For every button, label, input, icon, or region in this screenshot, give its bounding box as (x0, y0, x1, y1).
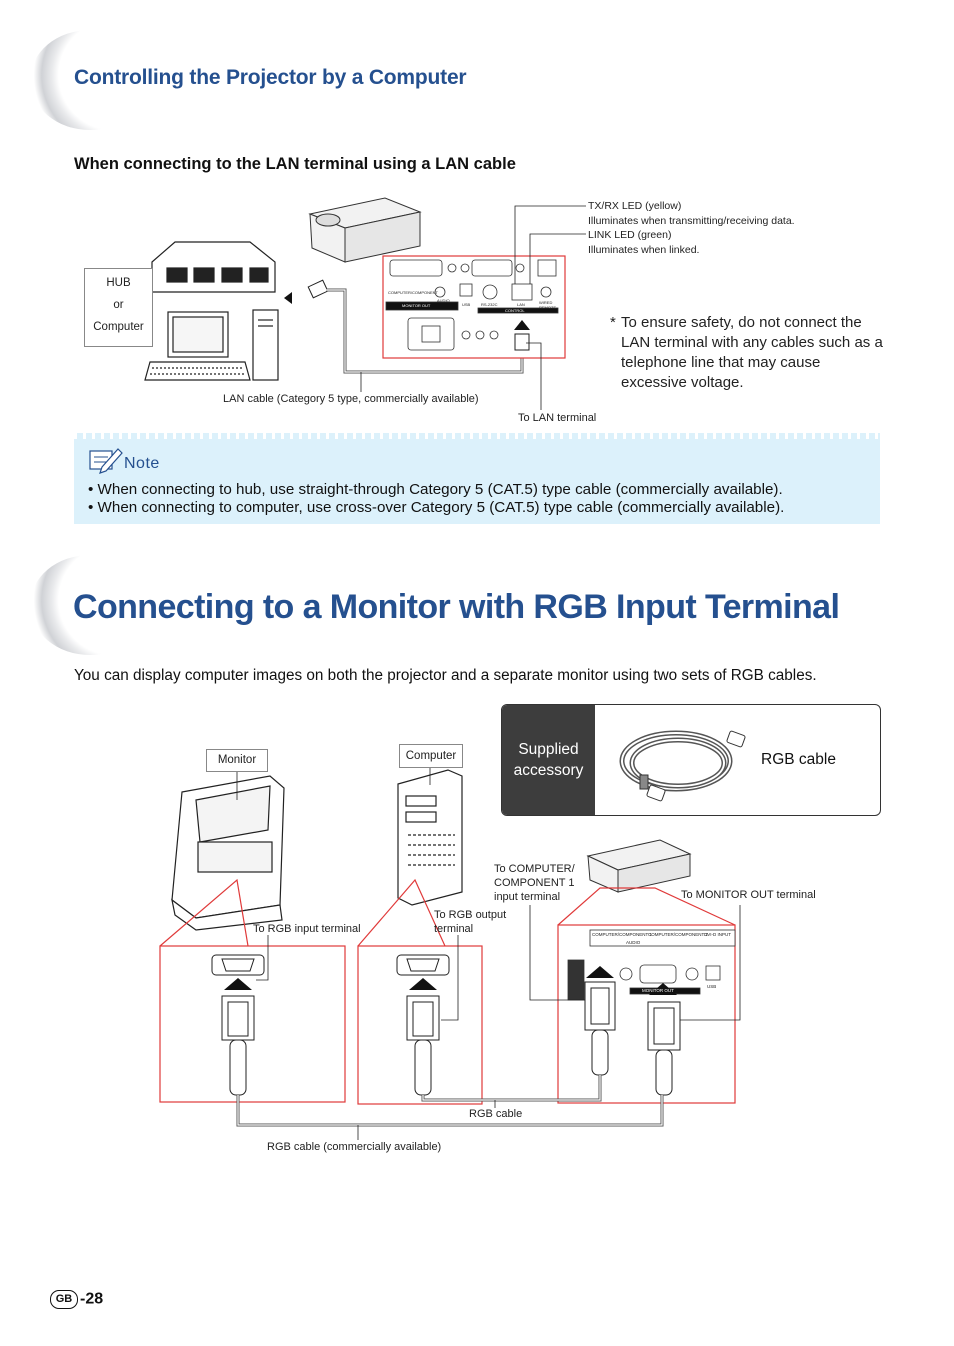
monitor-port-highlight (159, 945, 346, 1103)
arrow-up-icon (586, 966, 614, 978)
vga-plug-projector-output (647, 1001, 681, 1096)
panel-label-cc2: COMPUTER/COMPONENT 2 (648, 932, 708, 937)
rgb-cable-commercial-label: RGB cable (commercially available) (267, 1141, 442, 1153)
projector-illustration-rgb (586, 839, 692, 893)
safety-warning: * To ensure safety, do not connect the L… (610, 314, 883, 391)
note-pencil-icon (89, 448, 123, 474)
rgb-cable-coil-icon (619, 730, 746, 802)
supplied-accessory-label: Supplied accessory (502, 705, 595, 815)
note-item: • When connecting to computer, use cross… (88, 499, 785, 516)
panel-label-lan: LAN (517, 302, 525, 307)
panel-label-usb: USB (462, 302, 471, 307)
computer-label: Computer (399, 744, 463, 768)
panel-label-control: CONTROL (505, 308, 525, 313)
hub-illustration (151, 241, 276, 293)
monitor-label: Monitor (206, 749, 268, 772)
heading-swoosh-main (30, 555, 150, 655)
led-labels: TX/RX LED (yellow) Illuminates when tran… (588, 200, 795, 256)
rgb-cable-accessory-name: RGB cable (761, 751, 836, 768)
arrow-left-icon (284, 292, 292, 304)
arrow-up-icon (224, 978, 252, 990)
section-heading-controlling: Controlling the Projector by a Computer (74, 66, 467, 89)
projector-rear-panel (385, 259, 559, 351)
panel-label-computer-component: COMPUTER/COMPONENT (388, 290, 438, 295)
arrow-up-icon (514, 320, 530, 330)
computer-port-highlight (357, 945, 483, 1105)
panel-label-monitor-out: MONITOR OUT (402, 303, 431, 308)
heading-swoosh-top (30, 30, 150, 130)
panel-label-audio-rgb: AUDIO (626, 940, 641, 945)
lan-cable-label: LAN cable (Category 5 type, commercially… (223, 393, 479, 405)
computer-tower-illustration (397, 769, 463, 906)
lan-connection-diagram (144, 197, 586, 410)
note-item: • When connecting to hub, use straight-t… (88, 481, 783, 498)
projector-rgb-panel (567, 929, 736, 1001)
panel-label-audio: AUDIO (437, 298, 450, 303)
projector-port-highlight (557, 924, 736, 1104)
panel-label-cc1: COMPUTER/COMPONENT 1 (592, 932, 652, 937)
page-number: GB-28 (50, 1290, 103, 1309)
arrow-up-icon (409, 978, 437, 990)
intro-text: You can display computer images on both … (74, 667, 817, 684)
rgb-cable-supplied (421, 1075, 602, 1102)
lan-subheading: When connecting to the LAN terminal usin… (74, 155, 516, 173)
panel-label-usb-rgb: USB (707, 984, 717, 989)
vga-plug-projector-input (584, 981, 616, 1076)
to-monitor-out-label: To MONITOR OUT terminal (681, 889, 816, 901)
rgb-cable-label: RGB cable (469, 1108, 523, 1120)
projector-illustration (308, 197, 422, 263)
panel-label-dvi: DVI-D INPUT (704, 932, 731, 937)
note-box: Note • When connecting to hub, use strai… (74, 433, 880, 524)
vga-plug-computer (406, 995, 440, 1096)
arrow-up-icon (649, 983, 677, 995)
panel-label-monitor-out-rgb: MONITOR OUT (642, 988, 674, 993)
note-title: Note (124, 455, 160, 472)
supplied-accessory-box: Supplied accessory RGB cable (501, 704, 881, 816)
page-title: Connecting to a Monitor with RGB Input T… (73, 588, 840, 626)
to-computer-component-label: To COMPUTER/ COMPONENT 1 input terminal (494, 863, 575, 903)
panel-label-rs232c: RS-232C (481, 302, 498, 307)
to-rgb-input-label: To RGB input terminal (253, 923, 361, 935)
monitor-illustration (171, 775, 285, 931)
computer-illustration (144, 309, 279, 381)
hub-or-computer-label: HUB or Computer (84, 268, 153, 347)
vga-plug-monitor (221, 995, 255, 1096)
rgb-connection-diagram (159, 766, 741, 1140)
panel-label-wired-remote: WIRED REMOTE (539, 300, 557, 310)
to-lan-terminal-label: To LAN terminal (518, 412, 597, 424)
region-badge-icon: GB (50, 1290, 78, 1309)
to-rgb-output-label: To RGB output terminal (434, 909, 507, 935)
lan-plug-icon (307, 279, 329, 299)
